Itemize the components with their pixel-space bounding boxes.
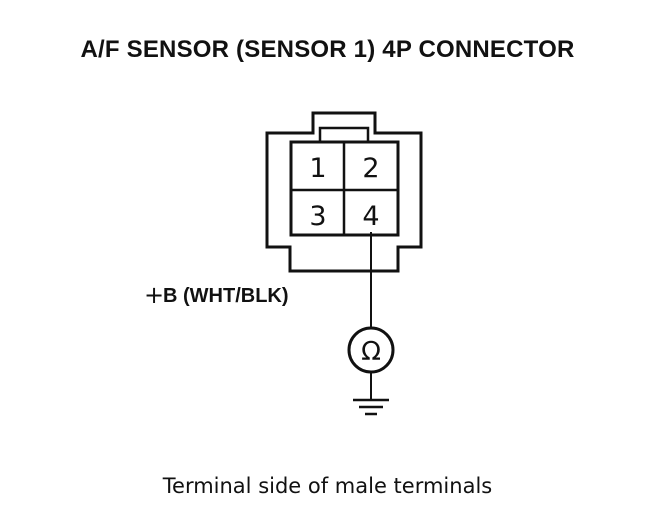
ohm-icon: Ω xyxy=(361,337,381,367)
pin-2-label: 2 xyxy=(362,153,379,184)
pin-3-label: 3 xyxy=(309,201,326,232)
pin-4-label: 4 xyxy=(362,201,379,232)
diagram-title: A/F SENSOR (SENSOR 1) 4P CONNECTOR xyxy=(80,36,575,63)
pin-1-label: 1 xyxy=(309,153,326,184)
plus-sign: + xyxy=(144,281,164,309)
ground-icon xyxy=(353,398,389,416)
connector-housing xyxy=(265,111,423,273)
diagram-caption: Terminal side of male terminals xyxy=(162,474,493,498)
connector-latch xyxy=(318,126,370,142)
wire-label: B (WHT/BLK) xyxy=(163,285,289,307)
